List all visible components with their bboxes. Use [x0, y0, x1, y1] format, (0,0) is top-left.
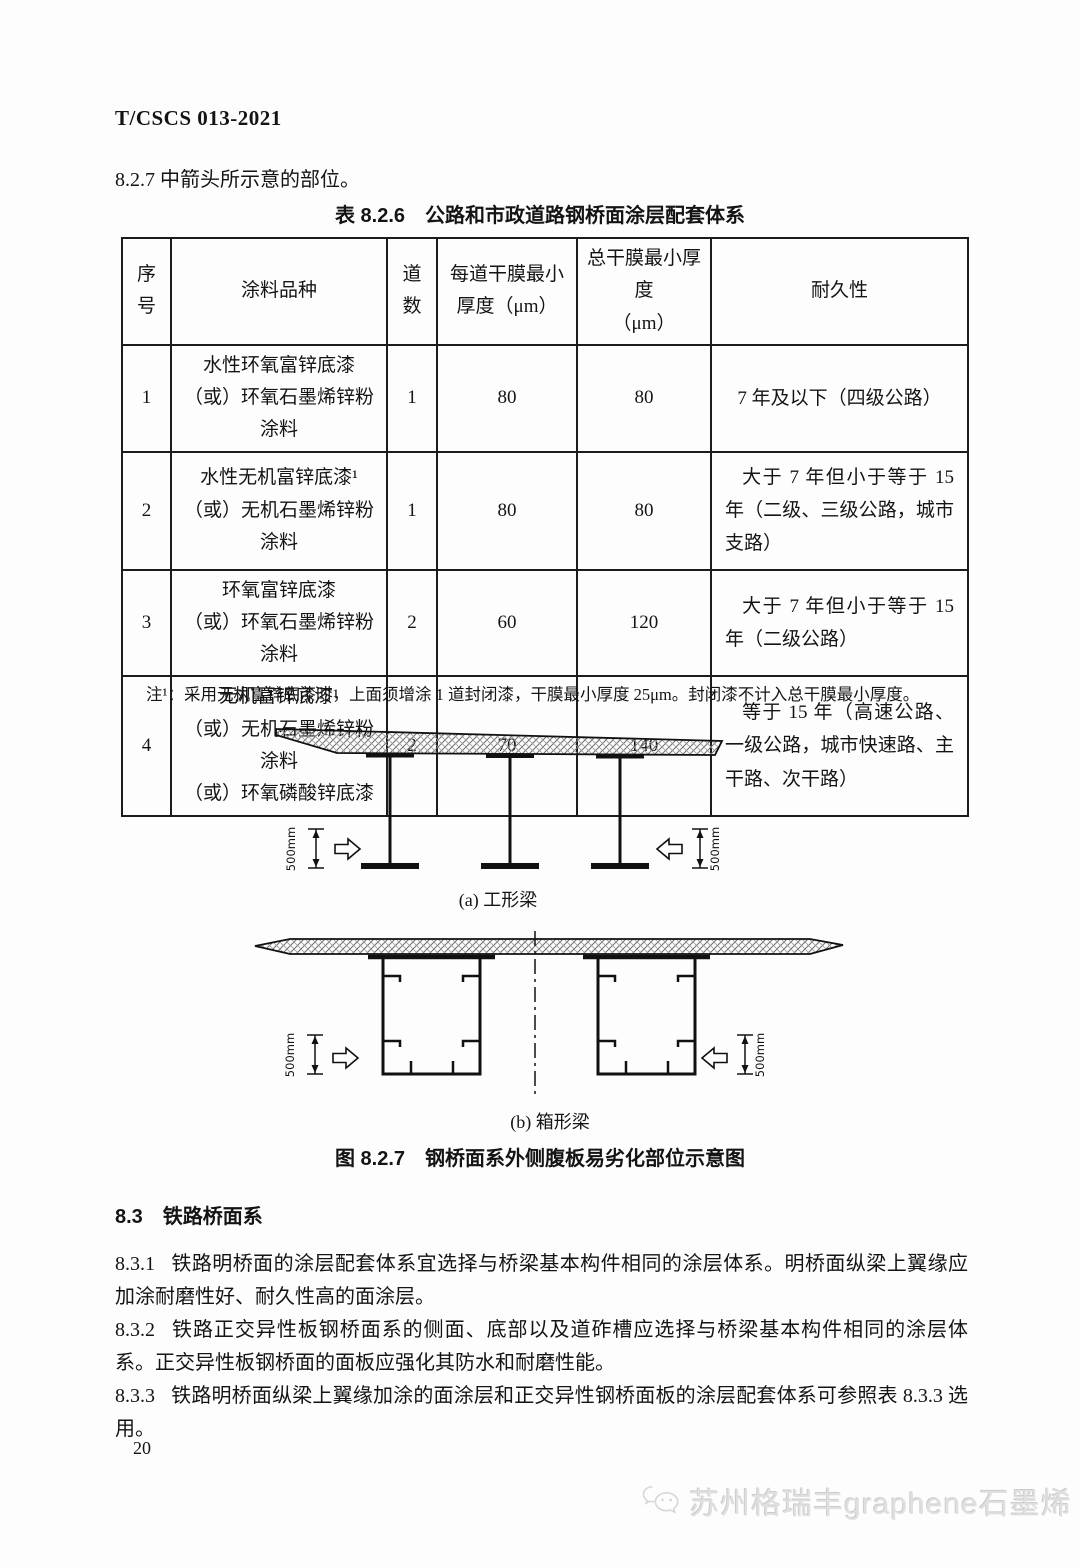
arrow-left-icon [655, 837, 683, 861]
cell-no: 4 [121, 675, 172, 817]
cell-durability: 等于 15 年（高速公路、一级公路，城市快速路、主干路、次干路） [710, 675, 969, 817]
cell-passes: 2 [386, 568, 438, 678]
figure-box-girder-diagram: 500mm 500mm [254, 931, 844, 1098]
cell-total: 80 [576, 343, 712, 453]
dimension-label: 500mm [753, 1033, 767, 1077]
dimension-marker [692, 828, 708, 869]
chat-bubbles-logo-icon [642, 1486, 679, 1514]
table-title: 表 8.2.6 公路和市政道路钢桥面涂层配套体系 [334, 205, 746, 227]
cell-total: 80 [576, 450, 712, 571]
dimension-label: 500mm [284, 827, 298, 871]
header-total: 总干膜最小厚度 （μm） [576, 237, 712, 346]
figure-i-girder-diagram: 500mm 500mm [275, 728, 724, 871]
clause-number: 8.3.2 [115, 1319, 155, 1341]
section-heading-8-3: 8.3 铁路桥面系 [115, 1206, 263, 1228]
deck-slab [254, 938, 844, 955]
cell-coating: 环氧富锌底漆 （或）环氧石墨烯锌粉涂料 [170, 568, 388, 678]
dimension-marker [307, 1034, 323, 1075]
i-beam [591, 754, 649, 869]
watermark: 苏州格瑞丰graphene石墨烯 [642, 1478, 1072, 1524]
clause-text: 铁路明桥面纵梁上翼缘加涂的面涂层和正交异性钢桥面板的涂层配套体系可参照表 8.3… [115, 1385, 968, 1440]
standard-code: T/CSCS 013-2021 [115, 106, 282, 130]
table-row: 2 水性无机富锌底漆¹ （或）无机石墨烯锌粉涂料 1 80 80 大于 7 年但… [121, 450, 969, 571]
header-coating: 涂料品种 [170, 237, 388, 346]
i-beam [361, 753, 419, 869]
intro-paragraph: 8.2.7 中箭头所示意的部位。 [115, 169, 360, 191]
cell-no: 2 [121, 450, 172, 571]
cell-durability: 7 年及以下（四级公路） [710, 343, 969, 453]
cell-passes: 1 [386, 450, 438, 571]
figure-caption: 图 8.2.7 钢桥面系外侧腹板易劣化部位示意图 [334, 1148, 746, 1170]
box-girder [368, 954, 495, 1076]
clause-number: 8.3.3 [115, 1385, 155, 1407]
caption-box-girder: (b) 箱形梁 [510, 1112, 590, 1132]
clause-text: 铁路正交异性板钢桥面系的侧面、底部以及道砟槽应选择与桥梁基本构件相同的涂层体系。… [115, 1319, 968, 1374]
table-row: 3 环氧富锌底漆 （或）环氧石墨烯锌粉涂料 2 60 120 大于 7 年但小于… [121, 568, 969, 678]
header-no: 序号 [121, 237, 172, 346]
header-passes: 道数 [386, 237, 438, 346]
arrow-left-icon [700, 1046, 728, 1070]
cell-no: 1 [121, 343, 172, 453]
watermark-text: 苏州格瑞丰graphene石墨烯 [689, 1488, 1072, 1521]
i-beam [481, 753, 539, 869]
cell-passes: 1 [386, 343, 438, 453]
dimension-marker [737, 1034, 753, 1075]
table-row: 1 水性环氧富锌底漆 （或）环氧石墨烯锌粉涂料 1 80 80 7 年及以下（四… [121, 343, 969, 453]
dimension-marker [308, 828, 324, 869]
cell-coating: 水性无机富锌底漆¹ （或）无机石墨烯锌粉涂料 [170, 450, 388, 571]
header-per-coat: 每道干膜最小 厚度（μm） [436, 237, 578, 346]
arrow-right-icon [332, 1046, 360, 1070]
arrow-right-icon [334, 837, 362, 861]
cell-per-coat: 60 [436, 568, 578, 678]
cell-per-coat: 80 [436, 343, 578, 453]
cell-durability: 大于 7 年但小于等于 15 年（二级公路） [710, 568, 969, 678]
caption-i-girder: (a) 工形梁 [458, 890, 538, 910]
deck-slab [275, 728, 724, 756]
dimension-label: 500mm [283, 1033, 297, 1077]
clause-text: 铁路明桥面的涂层配套体系宜选择与桥梁基本构件相同的涂层体系。明桥面纵梁上翼缘应加… [115, 1253, 968, 1308]
cell-total: 120 [576, 568, 712, 678]
cell-coating: 水性环氧富锌底漆 （或）环氧石墨烯锌粉涂料 [170, 343, 388, 453]
cell-no: 3 [121, 568, 172, 678]
dimension-label: 500mm [708, 827, 722, 871]
box-girder [583, 954, 710, 1076]
clause-number: 8.3.1 [115, 1253, 155, 1275]
cell-durability: 大于 7 年但小于等于 15 年（二级、三级公路，城市支路） [710, 450, 969, 571]
table-header-row: 序号 涂料品种 道数 每道干膜最小 厚度（μm） 总干膜最小厚度 （μm） 耐久… [121, 237, 969, 346]
cell-per-coat: 80 [436, 450, 578, 571]
header-durability: 耐久性 [710, 237, 969, 346]
page-number: 20 [133, 1438, 151, 1458]
table-footnote: 注¹：采用无机富锌底漆时，上面须增涂 1 道封闭漆，干膜最小厚度 25μm。封闭… [146, 685, 920, 704]
